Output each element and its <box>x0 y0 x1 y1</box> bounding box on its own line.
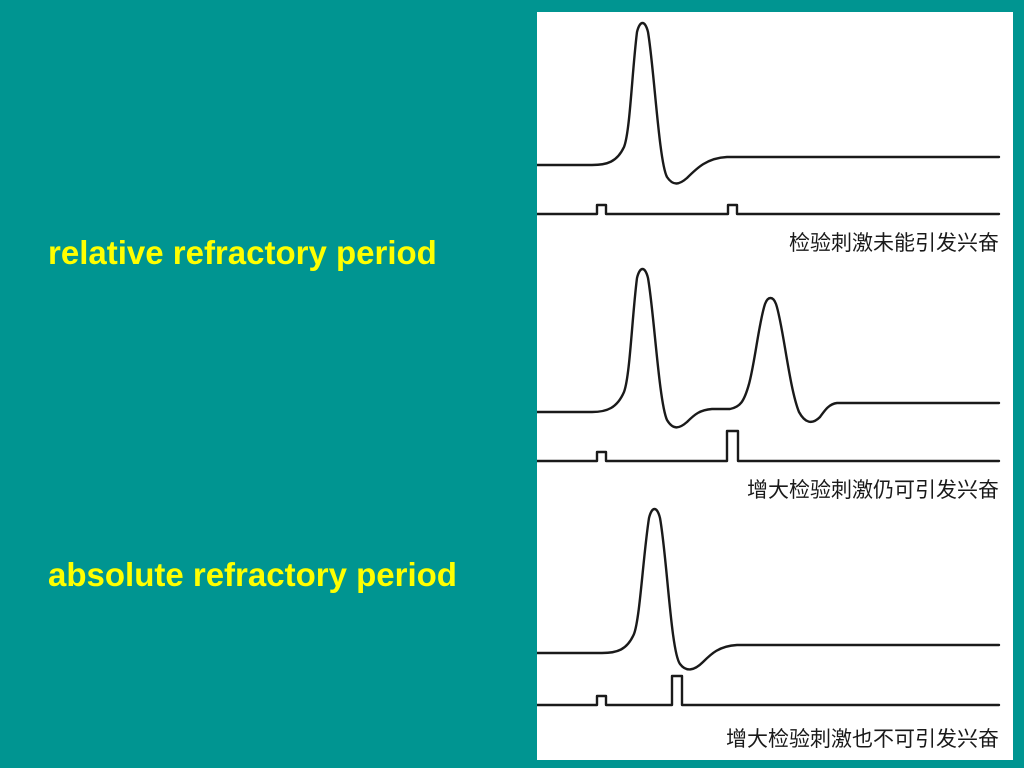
refractory-period-figure: 检验刺激未能引发兴奋 增大检验刺激仍可引发兴奋 增大检验刺激也不可引发兴奋 <box>537 12 1013 760</box>
panel-1-membrane-potential-trace <box>537 21 1001 185</box>
panel-3-traces <box>537 507 1001 707</box>
relative-refractory-period-label: relative refractory period <box>48 234 437 271</box>
panel-1-caption: 检验刺激未能引发兴奋 <box>789 231 999 255</box>
panel-2-caption: 增大检验刺激仍可引发兴奋 <box>747 478 999 502</box>
panel-1-stimulus-trace <box>537 203 1001 216</box>
panel-2-membrane-potential-trace <box>537 267 1001 429</box>
panel-2-traces <box>537 267 1001 463</box>
panel-3-caption: 增大检验刺激也不可引发兴奋 <box>726 727 999 751</box>
absolute-refractory-period-label: absolute refractory period <box>48 556 457 593</box>
action-potential-diagram <box>537 21 1001 707</box>
panel-3-stimulus-trace <box>537 674 1001 707</box>
panel-3-membrane-potential-trace <box>537 507 1001 671</box>
panel-2-stimulus-trace <box>537 429 1001 463</box>
panel-1-traces <box>537 21 1001 216</box>
